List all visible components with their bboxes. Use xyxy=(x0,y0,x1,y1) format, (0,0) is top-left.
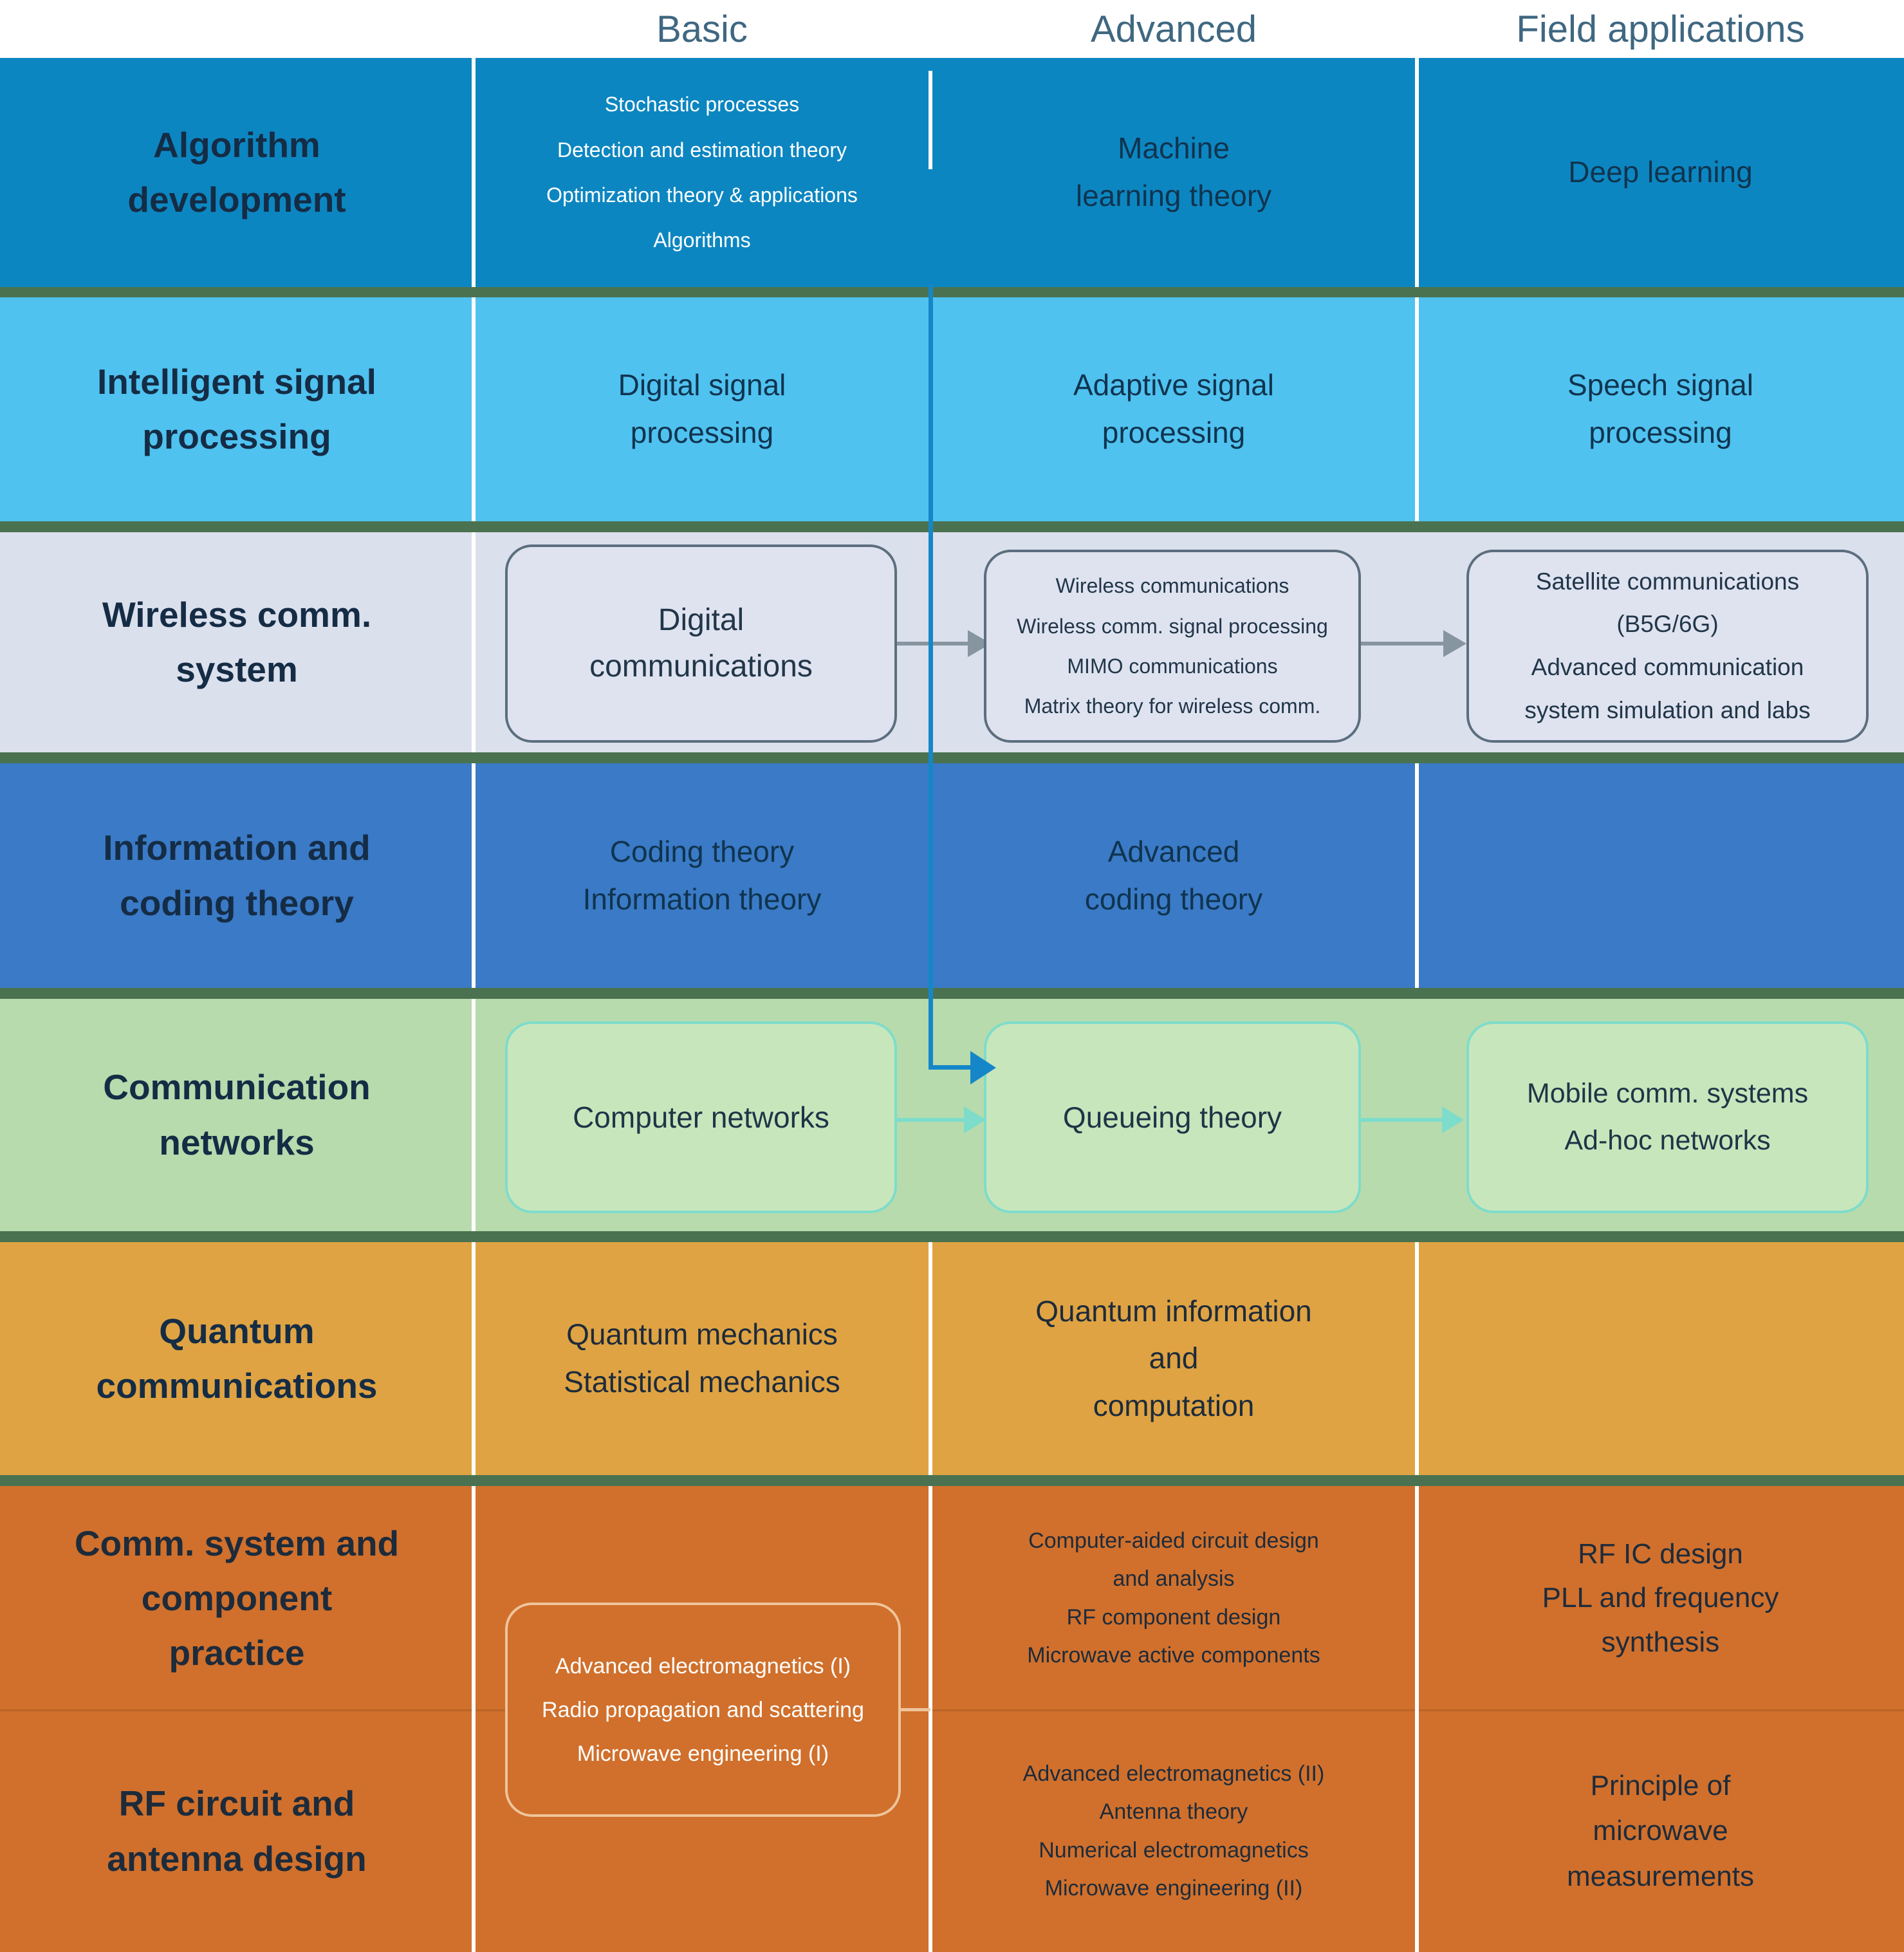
box-to-advanced-connector xyxy=(901,1708,930,1711)
arrowhead-right-icon xyxy=(1443,630,1466,657)
column-divider xyxy=(1415,763,1419,988)
row-label: Algorithm development xyxy=(127,124,346,219)
column-divider xyxy=(1415,1486,1419,1952)
course-box-wireless-advanced: Wireless communications Wireless comm. s… xyxy=(984,550,1361,743)
course-box-mobile-adhoc: Mobile comm. systems Ad-hoc networks xyxy=(1466,1021,1869,1213)
column-header-advanced: Advanced xyxy=(1091,8,1257,50)
cell-field: RF IC design PLL and frequency synthesis xyxy=(1542,1538,1779,1658)
connector-algorithm-to-queueing-horizontal xyxy=(929,1065,972,1070)
column-divider xyxy=(1415,297,1419,521)
arrow-advanced-to-field xyxy=(1361,642,1446,646)
cell-field: Speech signal processing xyxy=(1567,368,1753,449)
cell-advanced: Machine learning theory xyxy=(1075,131,1272,212)
arrowhead-right-icon xyxy=(964,1106,986,1133)
row-algorithm-development: Algorithm development Stochastic process… xyxy=(0,58,1904,287)
cell-basic: Quantum mechanics Statistical mechanics xyxy=(564,1317,840,1399)
row-label: Quantum communications xyxy=(96,1310,378,1406)
row-information-coding-theory: Information and coding theory Coding the… xyxy=(0,763,1904,988)
course-box-electromagnetics-basic: Advanced electromagnetics (I) Radio prop… xyxy=(505,1603,901,1817)
cell-advanced: Quantum information and computation xyxy=(1035,1294,1312,1422)
row-label: Information and coding theory xyxy=(103,828,371,923)
row-boundary-line xyxy=(0,1709,1904,1711)
row-intelligent-signal-processing: Intelligent signal processing Digital si… xyxy=(0,297,1904,521)
column-divider xyxy=(472,1242,476,1475)
connector-arrowhead-right-icon xyxy=(970,1051,996,1084)
column-divider xyxy=(929,71,932,169)
course-box-satellite-communications: Satellite communications (B5G/6G) Advanc… xyxy=(1466,550,1869,743)
row-label: Communication networks xyxy=(103,1067,371,1162)
cell-advanced: Computer-aided circuit design and analys… xyxy=(1027,1528,1320,1668)
row-label: Comm. system and component practice xyxy=(74,1523,400,1673)
rows-comm-system-and-rf: Comm. system and component practice RF c… xyxy=(0,1486,1904,1952)
column-divider xyxy=(472,1486,476,1952)
column-divider xyxy=(1415,1242,1419,1475)
cell-basic: Digital signal processing xyxy=(618,368,786,449)
column-divider xyxy=(1415,58,1419,287)
connector-algorithm-to-queueing-vertical xyxy=(929,284,933,1068)
cell-field: Principle of microwave measurements xyxy=(1566,1769,1754,1892)
column-divider xyxy=(929,1486,932,1952)
cell-advanced: Adaptive signal processing xyxy=(1073,368,1274,449)
column-divider xyxy=(472,763,476,988)
cell-basic: Coding theory Information theory xyxy=(582,834,822,916)
arrow-basic-to-advanced xyxy=(897,642,972,646)
arrow-advanced-to-field xyxy=(1361,1118,1443,1122)
cell-advanced: Advanced coding theory xyxy=(1084,834,1263,916)
arrow-basic-to-advanced xyxy=(897,1118,968,1122)
row-wireless-comm-system: Wireless comm. system Digital communicat… xyxy=(0,532,1904,752)
cell-basic: Stochastic processes Detection and estim… xyxy=(546,93,858,252)
cell-advanced: Advanced electromagnetics (II) Antenna t… xyxy=(1022,1761,1325,1901)
row-label: Intelligent signal processing xyxy=(97,361,376,456)
course-box-digital-communications: Digital communications xyxy=(505,544,897,743)
course-box-queueing-theory: Queueing theory xyxy=(984,1021,1361,1213)
column-header-basic: Basic xyxy=(656,8,748,50)
row-quantum-communications: Quantum communications Quantum mechanics… xyxy=(0,1242,1904,1475)
header-row: Basic Advanced Field applications xyxy=(0,0,1904,58)
column-divider xyxy=(472,58,476,287)
row-label: Wireless comm. system xyxy=(102,594,372,689)
row-communication-networks: Communication networks Computer networks… xyxy=(0,999,1904,1231)
column-divider xyxy=(472,999,476,1231)
column-divider xyxy=(472,532,476,752)
cell-field: Deep learning xyxy=(1568,155,1753,189)
column-divider xyxy=(929,1242,932,1475)
arrowhead-right-icon xyxy=(1442,1106,1464,1133)
column-divider xyxy=(472,297,476,521)
row-label: RF circuit and antenna design xyxy=(107,1783,367,1879)
course-box-computer-networks: Computer networks xyxy=(505,1021,897,1213)
column-header-field-applications: Field applications xyxy=(1516,8,1805,50)
